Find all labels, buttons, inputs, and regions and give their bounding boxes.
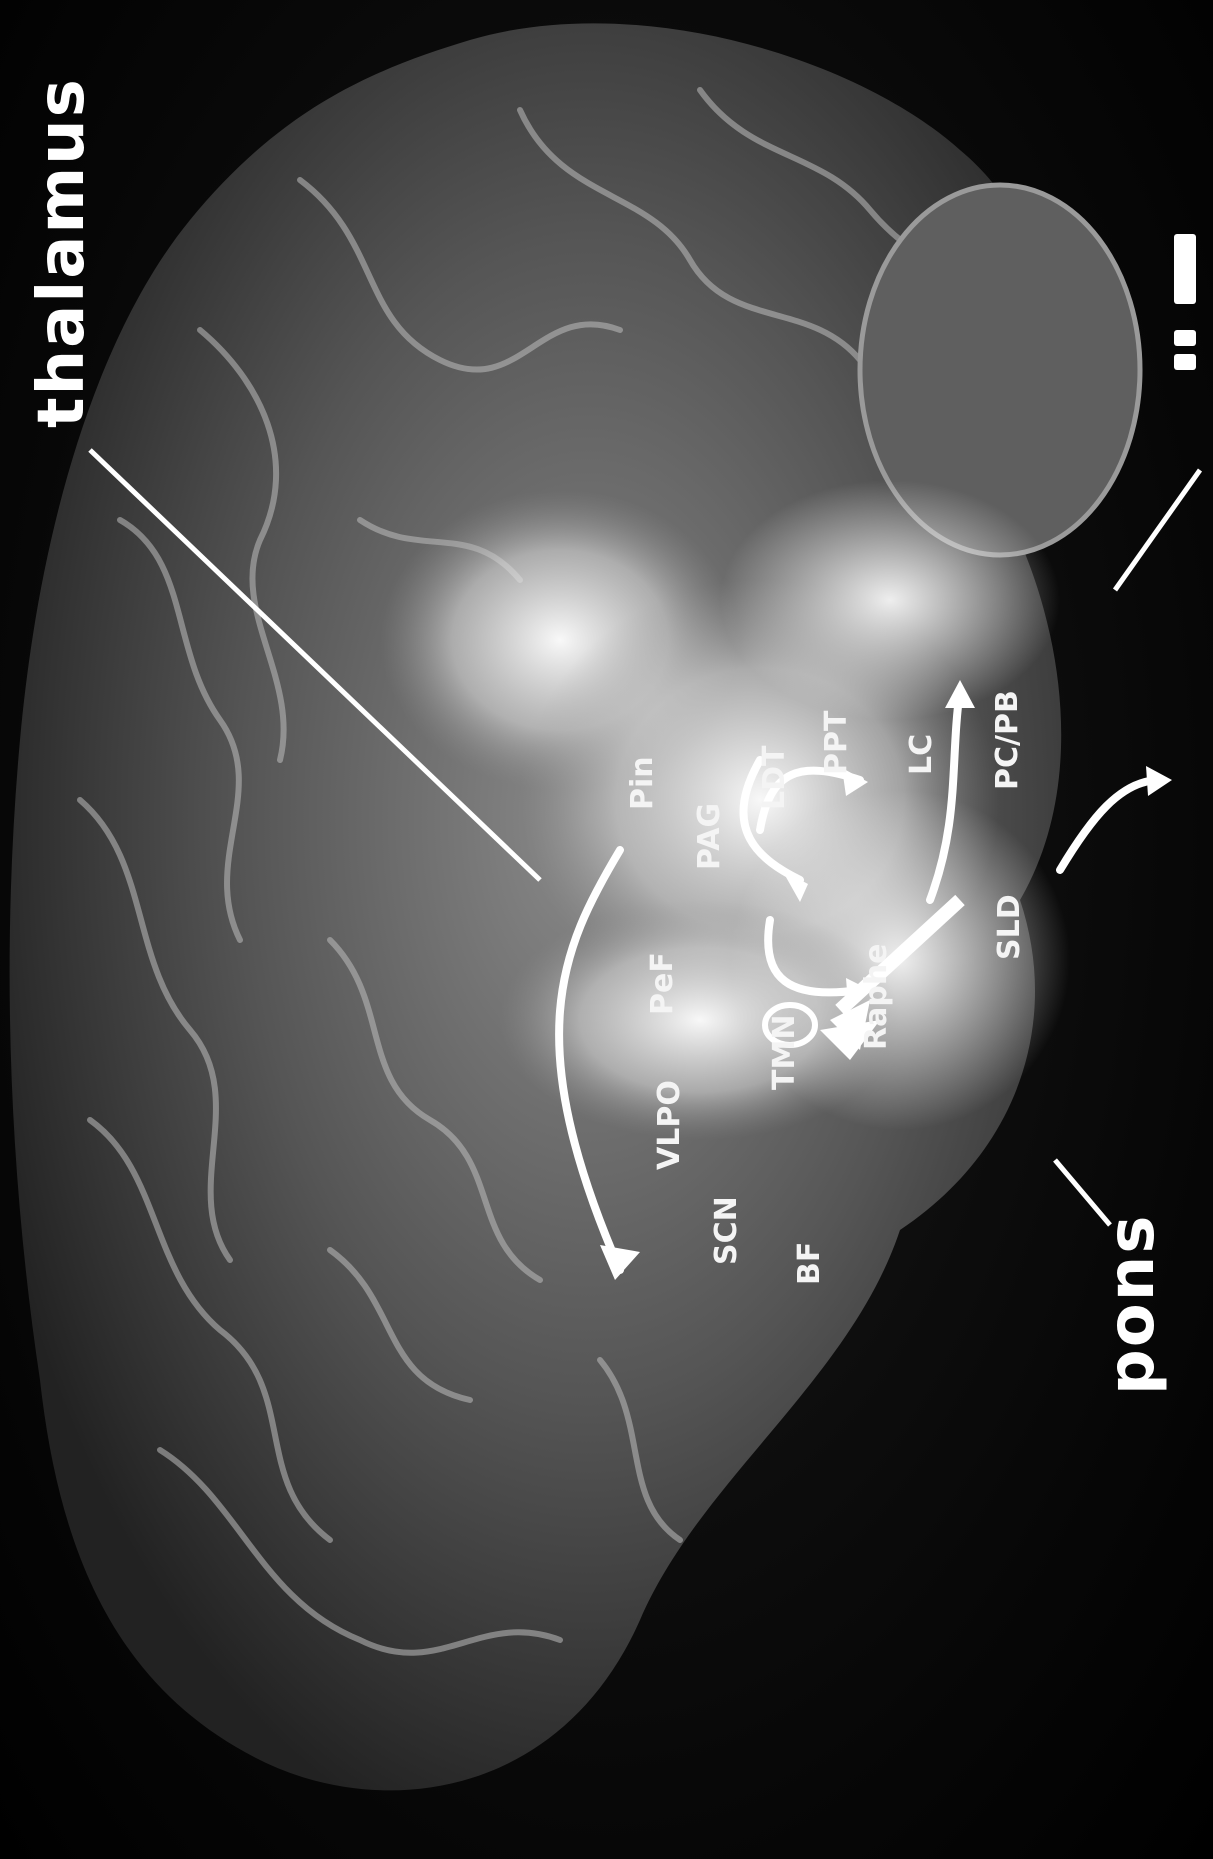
region-label-ppt: PPT bbox=[822, 711, 852, 775]
region-label-pin: Pin bbox=[628, 756, 658, 810]
region-label-sld: SLD bbox=[995, 894, 1025, 960]
thalamus-label: thalamus bbox=[30, 77, 94, 428]
region-label-ldt: LDT bbox=[760, 746, 790, 810]
region-label-vlpo: VLPO bbox=[655, 1080, 685, 1170]
medulla-glow bbox=[720, 480, 1060, 720]
region-label-tmn: TMN bbox=[770, 1015, 800, 1090]
region-label-lc: LC bbox=[907, 734, 937, 775]
region-label-pag: PAG bbox=[695, 803, 725, 870]
region-label-bf: BF bbox=[795, 1242, 825, 1285]
cut-label-glyphs bbox=[1160, 230, 1210, 380]
medulla-leader-line bbox=[1115, 470, 1200, 590]
region-label-raphe: Raphe bbox=[862, 943, 892, 1050]
region-label-pef: PeF bbox=[648, 952, 678, 1015]
pons-label: pons bbox=[1100, 1214, 1164, 1395]
region-label-pc-pb: PC/PB bbox=[993, 690, 1023, 790]
region-label-scn: SCN bbox=[712, 1196, 742, 1265]
